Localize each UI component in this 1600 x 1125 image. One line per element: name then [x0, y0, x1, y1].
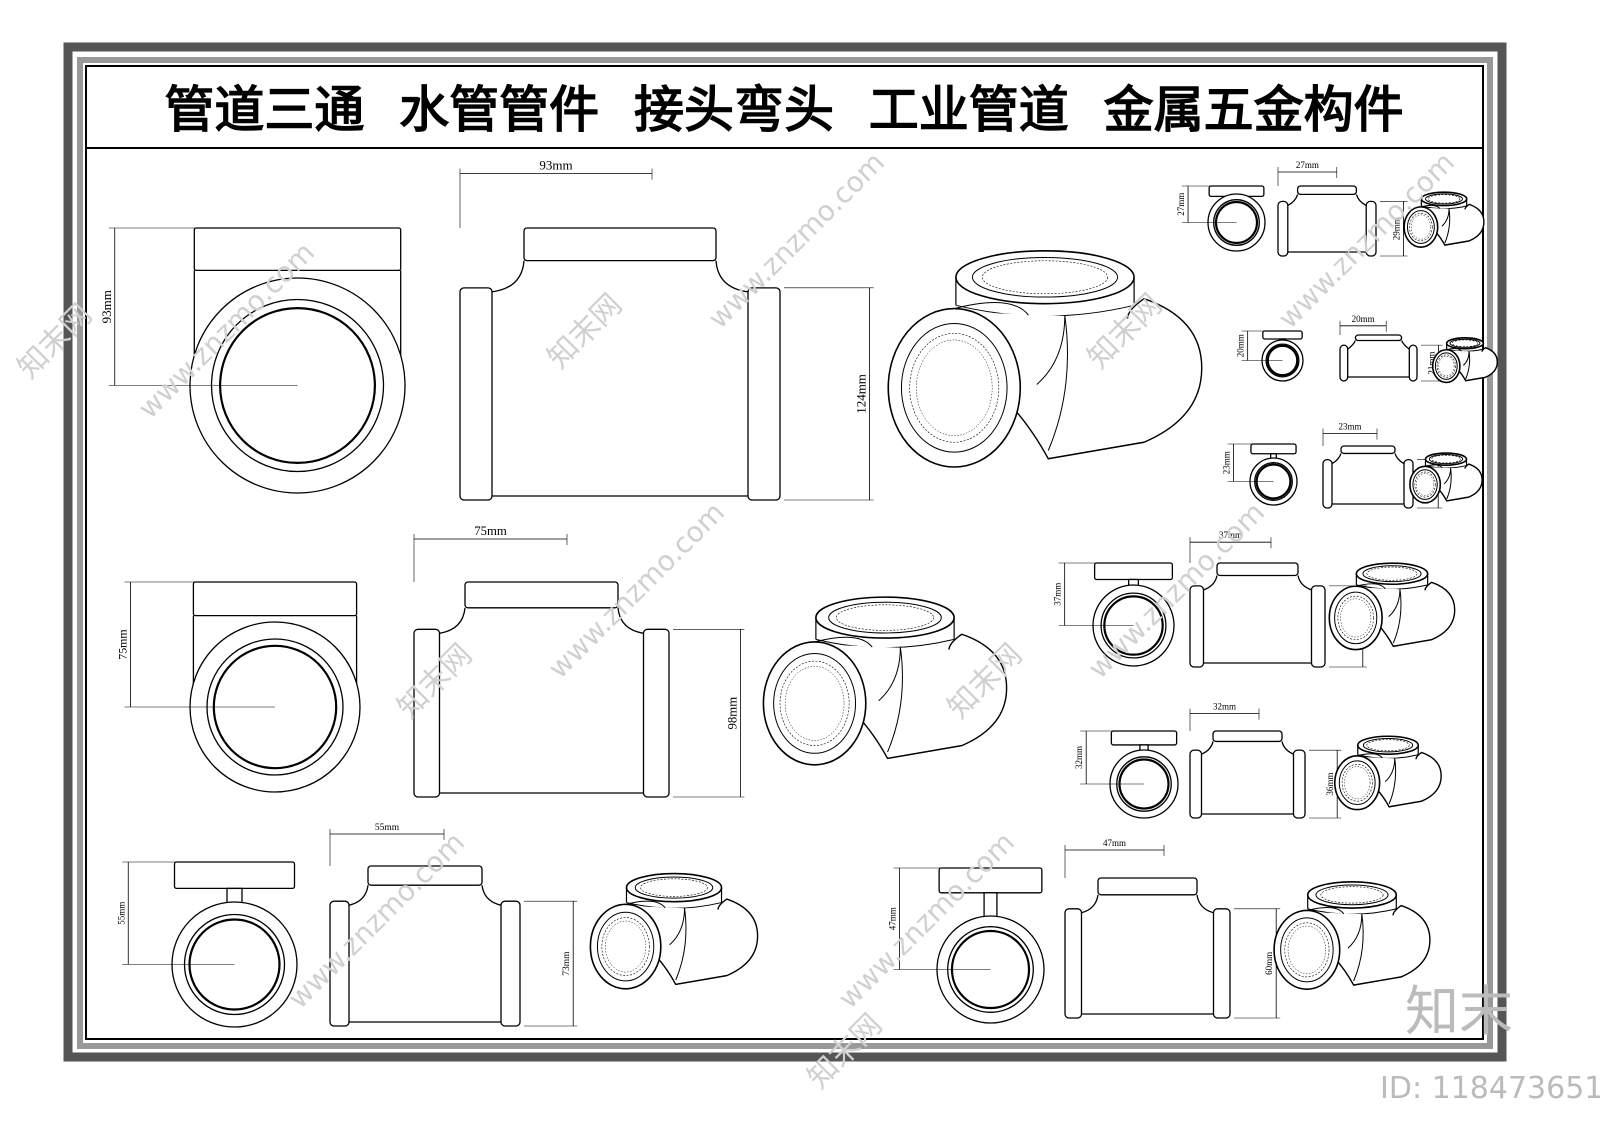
top-dim-label: 32mm — [1213, 702, 1236, 712]
side-dim-label: 93mm — [99, 290, 114, 323]
top-dim-label: 75mm — [474, 524, 507, 538]
top-branch-flange — [523, 227, 717, 262]
fitting-group-5: 20mm 20mm 21mm — [1236, 314, 1498, 383]
right-end-flange — [642, 628, 670, 798]
left-end-flange — [329, 900, 350, 1027]
right-end-flange — [1365, 200, 1377, 257]
top-branch-flange — [1296, 185, 1358, 196]
fitting-group-8: 32mm 32mm 36mm — [1074, 702, 1441, 818]
side-dim-label: 23mm — [1222, 451, 1232, 474]
body-shoulder — [1201, 741, 1294, 755]
height-dim-label: 21mm — [1427, 352, 1437, 375]
fitting-group-0: 93mm 93mm 124mm — [99, 158, 1202, 500]
outer-frame — [63, 42, 1507, 1062]
top-dim-label: 47mm — [1103, 838, 1126, 848]
top-branch-cap — [173, 861, 296, 890]
height-dim-label: 98mm — [725, 697, 739, 730]
height-dim-label: 60mm — [1264, 952, 1274, 975]
sheet-title: 管道三通 水管管件 接头弯头 工业管道 金属五金构件 — [164, 81, 1403, 139]
fitting-group-7: 37mm37mm43mm — [1053, 530, 1455, 667]
right-end-flange — [1212, 908, 1231, 1019]
inner-frame — [77, 57, 1493, 1049]
height-dim-label: 73mm — [562, 951, 572, 976]
side-dim-label: 27mm — [1176, 193, 1186, 216]
fitting-views: 93mm 93mm 124mm 75mm 75mm 98mm 55mm 55mm 73mm 47m… — [99, 158, 1498, 1027]
top-dim-label: 23mm — [1338, 422, 1361, 432]
left-end-flange — [1277, 200, 1289, 257]
top-branch-flange — [1212, 730, 1283, 743]
body-shoulder — [1081, 894, 1214, 914]
top-dim-label: 20mm — [1352, 314, 1375, 324]
left-end-flange — [1322, 458, 1333, 509]
side-dim-label: 75mm — [116, 629, 130, 660]
top-dim-label: 37mm — [1219, 530, 1242, 540]
right-end-flange — [747, 287, 781, 501]
top-branch-flange — [1216, 562, 1299, 577]
fitting-group-6: 23mm23mm25mm — [1222, 422, 1483, 508]
body-shoulder — [1347, 340, 1410, 350]
fitting-group-3: 47mm 47mm 60mm — [888, 838, 1430, 1023]
body-shoulder — [439, 607, 644, 634]
height-dim-label: 29mm — [1391, 217, 1401, 240]
fitting-group-2: 55mm 55mm 73mm — [116, 823, 757, 1027]
body-shoulder — [491, 260, 749, 293]
right-end-flange — [1408, 344, 1418, 382]
top-dim-label: 55mm — [375, 823, 400, 833]
fitting-group-1: 75mm 75mm 98mm — [116, 524, 1007, 797]
fitting-group-4: 27mm 27mm 29mm — [1176, 160, 1484, 256]
top-branch-cap — [193, 227, 402, 272]
left-end-flange — [413, 628, 441, 798]
drawing-border — [85, 65, 1484, 1040]
top-branch-flange — [1097, 877, 1198, 896]
body-shoulder — [348, 885, 502, 906]
top-dim-label: 93mm — [539, 158, 572, 173]
top-branch-cap — [192, 581, 358, 617]
top-branch-cap — [1250, 443, 1297, 455]
left-end-flange — [1339, 344, 1349, 382]
height-dim-label: 36mm — [1325, 773, 1335, 796]
body-shoulder — [1287, 194, 1367, 206]
top-branch-cap — [1110, 730, 1178, 746]
top-branch-flange — [367, 865, 483, 886]
watermark-id: ID: 1184736517 — [1380, 1071, 1600, 1106]
left-end-flange — [1189, 749, 1203, 819]
top-branch-cap — [1093, 562, 1174, 581]
body-shoulder — [1331, 453, 1405, 465]
height-dim-label: 124mm — [854, 374, 869, 414]
left-end-flange — [1064, 908, 1083, 1019]
side-dim-label: 20mm — [1236, 334, 1246, 357]
right-end-flange — [500, 900, 521, 1027]
left-end-flange — [459, 287, 493, 501]
body-shoulder — [1203, 575, 1312, 591]
side-dim-label: 37mm — [1053, 583, 1063, 606]
side-dim-label: 47mm — [888, 907, 898, 930]
right-end-flange — [1310, 585, 1326, 668]
top-branch-flange — [1340, 445, 1396, 455]
watermark-logo: 知末 — [1405, 980, 1513, 1043]
top-branch-flange — [1354, 334, 1403, 342]
right-end-flange — [1292, 749, 1306, 819]
side-dim-label: 32mm — [1074, 746, 1084, 769]
top-branch-flange — [464, 581, 619, 609]
left-end-flange — [1189, 585, 1205, 668]
top-dim-label: 27mm — [1296, 160, 1319, 170]
side-dim-label: 55mm — [116, 902, 126, 925]
